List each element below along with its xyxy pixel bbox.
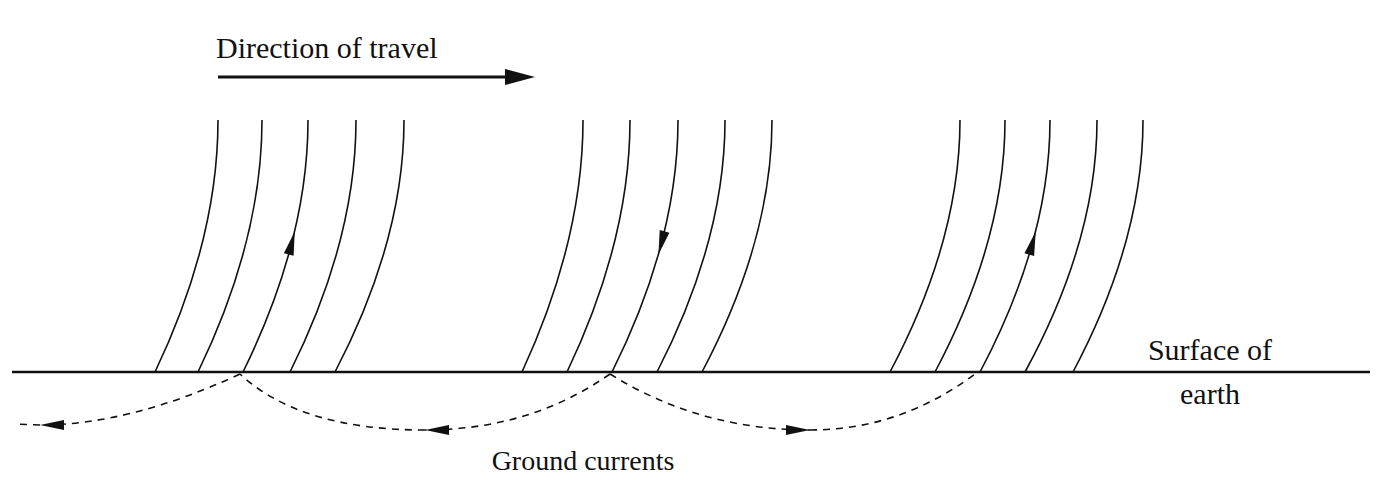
field-line-groups	[155, 120, 1143, 372]
field-line	[335, 120, 404, 372]
field-line	[890, 120, 960, 372]
ground-currents-label-box: Ground currents	[423, 444, 743, 478]
field-line-arrowhead	[658, 230, 669, 254]
field-line	[198, 120, 262, 372]
ground-current-arc	[610, 374, 810, 430]
ground-current-arcs	[14, 374, 975, 430]
field-line-arrowhead	[284, 231, 295, 255]
field-line	[1073, 120, 1143, 372]
field-line-arrowhead	[1024, 231, 1035, 255]
field-line	[522, 120, 583, 372]
ground-current-arc	[240, 374, 425, 430]
travel-arrow-head	[505, 69, 535, 85]
field-line	[567, 120, 630, 372]
field-line	[155, 120, 218, 372]
field-line	[243, 120, 308, 372]
direction-label: Direction of travel	[216, 31, 438, 64]
direction-label-box: Direction of travel	[216, 30, 556, 66]
ground-current-arc	[14, 424, 40, 425]
ground-current-arc	[40, 374, 240, 425]
ground-currents-label: Ground currents	[492, 445, 675, 476]
surface-label-box: Surface of earth	[1125, 328, 1295, 416]
ground-current-arc	[425, 374, 610, 430]
ground-current-arc	[810, 374, 975, 430]
surface-label: Surface of earth	[1148, 333, 1272, 410]
field-line	[612, 120, 678, 372]
field-line	[935, 120, 1005, 372]
field-line	[290, 120, 356, 372]
field-line	[980, 120, 1050, 372]
travel-arrow-shaft	[218, 76, 510, 79]
field-line	[702, 120, 772, 372]
field-line	[1025, 120, 1097, 372]
earth-surface-line	[12, 371, 1370, 374]
field-line	[657, 120, 725, 372]
